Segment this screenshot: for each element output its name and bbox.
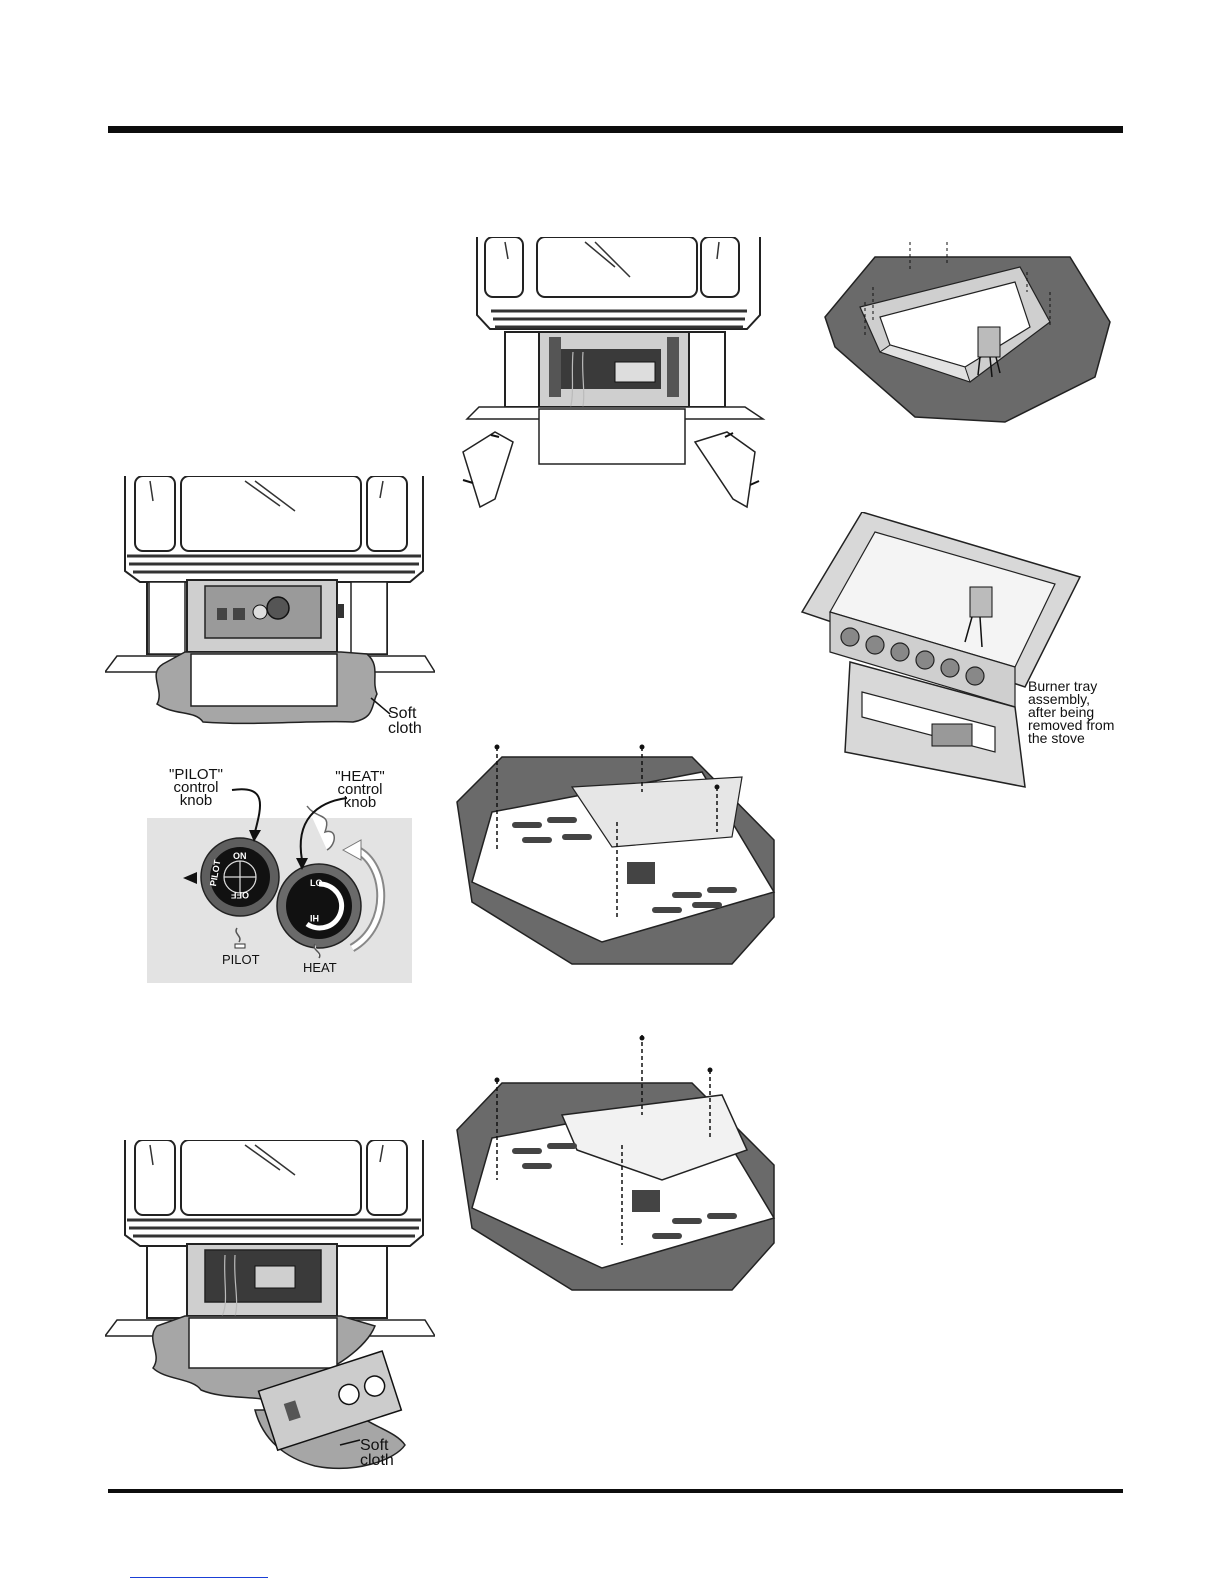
footer-rule bbox=[108, 1489, 1123, 1493]
heat-knob-lo-text: LO bbox=[310, 878, 323, 888]
pilot-knob-off-text: OFF bbox=[231, 890, 249, 900]
burner-tray-label: Burner tray assembly, after being remove… bbox=[1028, 680, 1114, 745]
heat-knob-hi-text: HI bbox=[310, 913, 319, 923]
burner-tray-assembly-figure bbox=[800, 512, 1085, 792]
soft-cloth-label-2: Soft cloth bbox=[360, 1438, 394, 1468]
pilot-caption: PILOT bbox=[222, 952, 260, 967]
header-rule bbox=[108, 126, 1123, 133]
pilot-knob-on-text: ON bbox=[233, 851, 247, 861]
pilot-knob-label: "PILOT" control knob bbox=[156, 768, 236, 807]
burner-cover-lifted-figure bbox=[452, 1035, 787, 1295]
heat-knob-label: "HEAT" control knob bbox=[320, 770, 400, 809]
stove-panel-removed-figure bbox=[105, 1140, 435, 1475]
burner-tray-screws-figure bbox=[820, 237, 1125, 427]
soft-cloth-label-1: Soft cloth bbox=[388, 706, 422, 736]
burner-plate-screws-figure bbox=[452, 742, 787, 967]
stove-brackets-removed-figure bbox=[455, 237, 775, 512]
footer-link[interactable] bbox=[130, 1577, 268, 1578]
heat-caption: HEAT bbox=[303, 960, 337, 975]
stove-control-panel-figure bbox=[105, 476, 435, 741]
